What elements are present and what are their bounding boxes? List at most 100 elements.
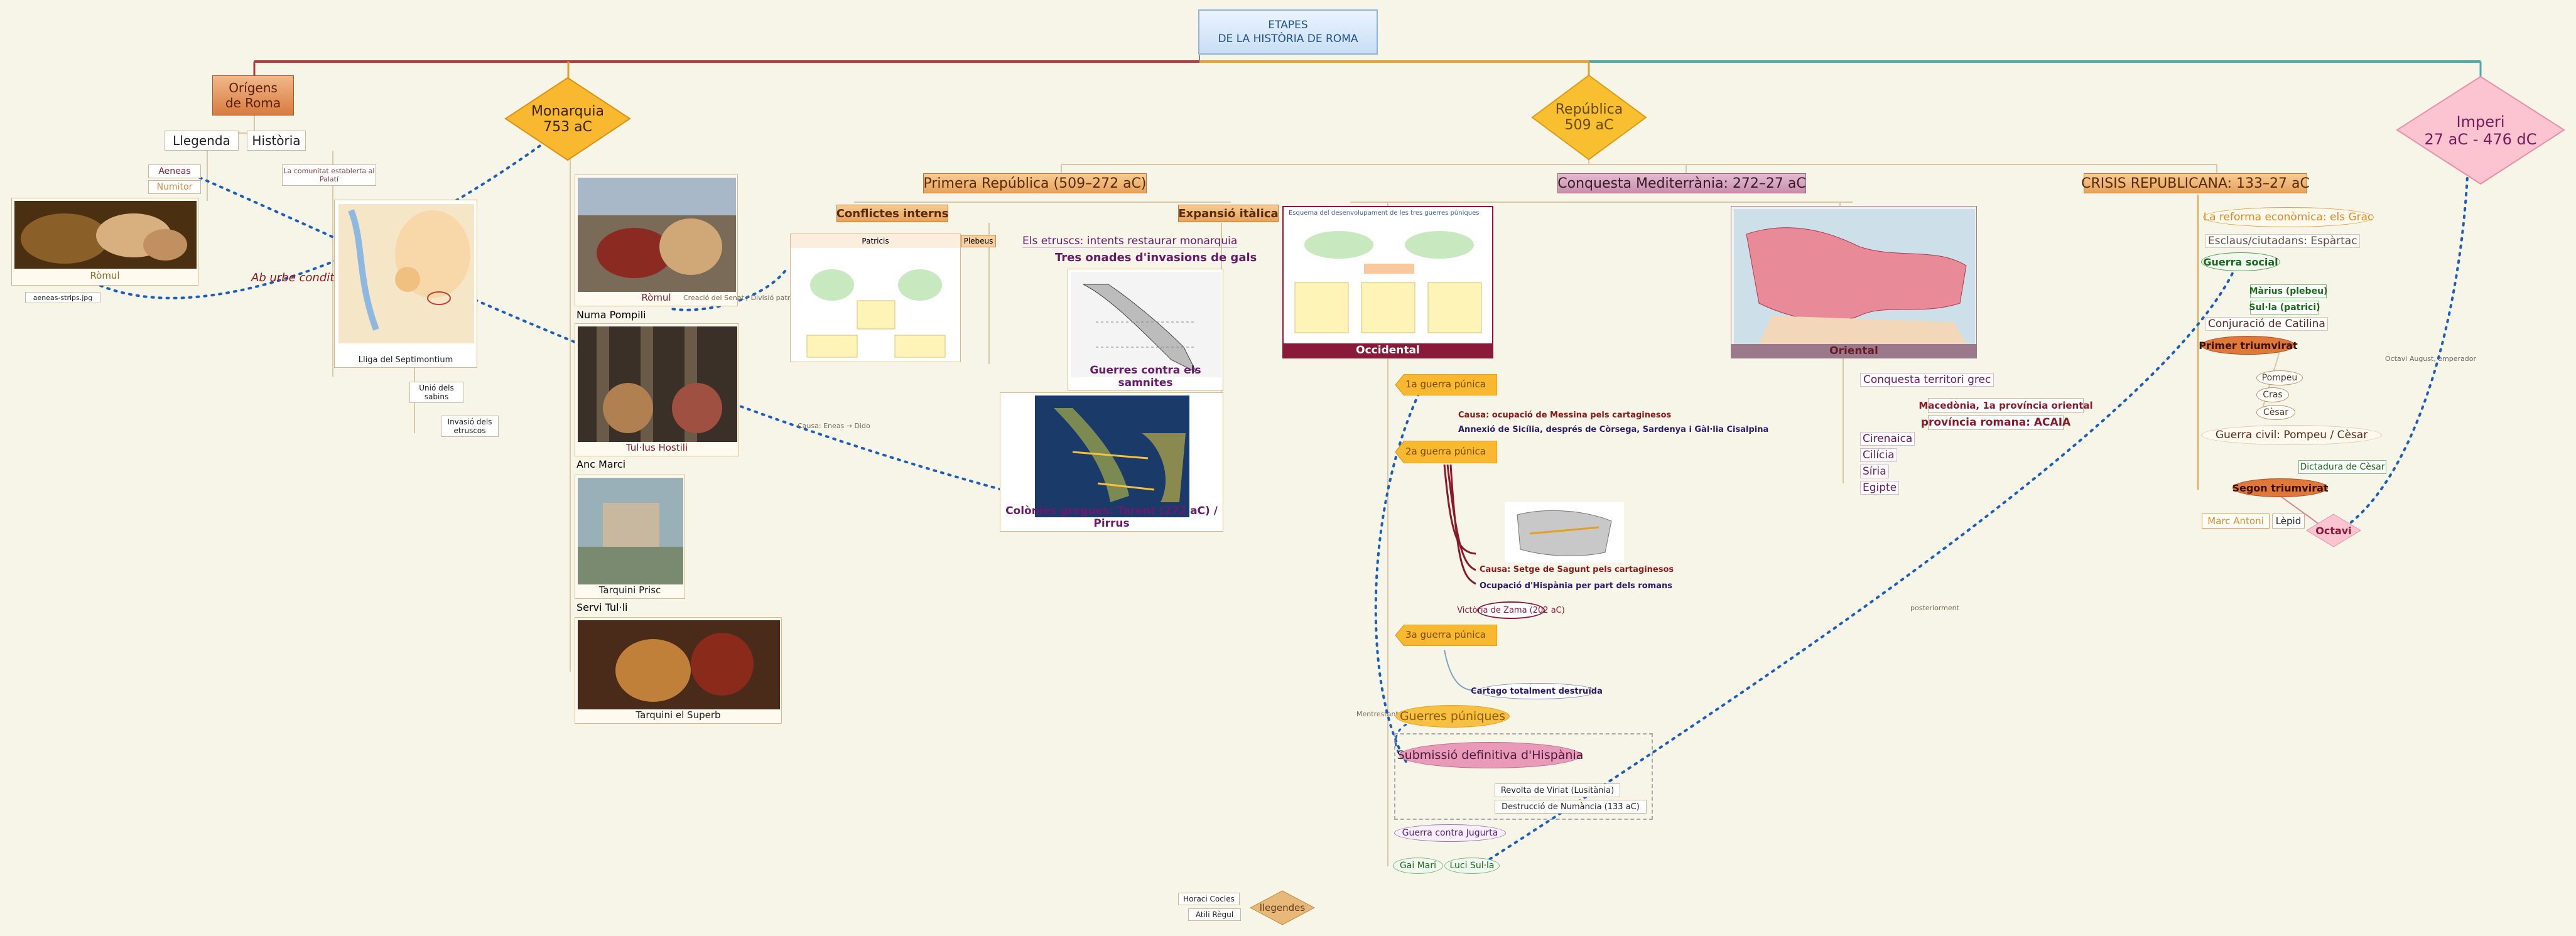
king-anc-label[interactable]: Anc Marci: [576, 458, 626, 470]
guerra2-node[interactable]: 2a guerra púnica: [1395, 441, 1497, 463]
republica-node[interactable]: República 509 aC: [1531, 74, 1647, 161]
king-servi-label[interactable]: Servi Tul·li: [576, 601, 628, 613]
sulla-node[interactable]: Sul·la (patrici): [2249, 301, 2320, 315]
occidental-label: Occidental: [1284, 343, 1492, 357]
luci-sulla-node[interactable]: Luci Sul·la: [1444, 858, 1500, 874]
viriat-node[interactable]: Revolta de Viriat (Lusitània): [1495, 783, 1620, 797]
pompeu-node[interactable]: Pompeu: [2256, 370, 2303, 385]
zama-label: Victòria de Zama (202 aC): [1457, 605, 1565, 615]
colonies-map: [1035, 395, 1189, 517]
guerra2-causa[interactable]: Causa: Setge de Sagunt pels cartaginesos: [1480, 565, 1674, 574]
historia-label: Història: [252, 133, 301, 148]
guerra-civil-node[interactable]: Guerra civil: Pompeu / Cèsar: [2201, 425, 2382, 445]
catilina-node[interactable]: Conjuració de Catilina: [2205, 317, 2328, 331]
guerra1-causa[interactable]: Causa: ocupació de Messina pels cartagin…: [1458, 411, 1672, 420]
monarquia-node[interactable]: Monarquia 753 aC: [504, 77, 631, 161]
primer-triumvirat-label: Primer triumvirat: [2199, 339, 2298, 352]
luci-sulla-label: Luci Sul·la: [1449, 861, 1495, 871]
cesar-node[interactable]: Cèsar: [2256, 405, 2295, 420]
mentrestant-label: Mentrestant: [1356, 710, 1399, 718]
guerra1-node[interactable]: 1a guerra púnica: [1395, 374, 1497, 395]
gai-mari-node[interactable]: Gai Mari: [1393, 858, 1443, 874]
horaci-cocles-node[interactable]: Horaci Cocles: [1178, 893, 1240, 905]
grac-node[interactable]: La reforma econòmica: els Grac: [2203, 207, 2374, 227]
dictadura-node[interactable]: Dictadura de Cèsar: [2298, 460, 2386, 474]
king-numa-label[interactable]: Numa Pompili: [576, 309, 646, 321]
octavi-node[interactable]: Octavi: [2306, 514, 2361, 547]
file-attachment[interactable]: aeneas-strips.jpg: [25, 292, 100, 303]
plebeus-node[interactable]: Plebeus: [961, 235, 996, 247]
oriental-card[interactable]: Oriental: [1731, 206, 1977, 358]
king-superb-card[interactable]: Tarquini el Superb: [575, 617, 782, 724]
guerra2-ocupacio[interactable]: Ocupació d'Hispània per part dels romans: [1480, 581, 1672, 591]
acaia-node[interactable]: província romana: ACAIA: [1921, 415, 2070, 430]
guerra3-shape: [1395, 625, 1497, 646]
samnites-card[interactable]: Guerres contra els samnites: [1068, 269, 1223, 391]
zama-node[interactable]: Victòria de Zama (202 aC): [1457, 601, 1565, 619]
cartago-node[interactable]: Cartago totalment destruïda: [1471, 683, 1603, 699]
guerres-puniques-node[interactable]: Guerres púniques: [1395, 705, 1510, 728]
imperi-node[interactable]: Imperi 27 aC - 476 dC: [2396, 75, 2565, 185]
map-title[interactable]: ETAPES DE LA HISTÒRIA DE ROMA: [1198, 9, 1378, 55]
unio-sabins-node[interactable]: Unió dels sabins: [409, 382, 463, 403]
orient-cilicia[interactable]: Cilícia: [1860, 448, 1897, 462]
numitor-node[interactable]: Numitor: [148, 180, 201, 194]
marius-node[interactable]: Màrius (plebeu): [2249, 284, 2327, 298]
orient-siria[interactable]: Síria: [1860, 465, 1889, 478]
conflictes-label: Conflictes interns: [836, 207, 949, 220]
jugurta-label: Guerra contra Jugurta: [1402, 828, 1498, 838]
atili-regul-node[interactable]: Atili Règul: [1188, 908, 1241, 921]
marc-antoni-node[interactable]: Marc Antoni: [2202, 514, 2270, 529]
numitor-label: Numitor: [156, 182, 193, 192]
orient-egipte[interactable]: Egipte: [1860, 481, 1900, 495]
occidental-card[interactable]: Esquema del desenvolupament de les tres …: [1282, 206, 1493, 358]
segon-triumvirat-node[interactable]: Segon triumvirat: [2232, 478, 2329, 497]
expansio-italica-node[interactable]: Expansió itàlica: [1178, 205, 1279, 222]
origens-node[interactable]: Orígens de Roma: [212, 75, 294, 116]
romul-picture-card[interactable]: Ròmul: [11, 198, 198, 286]
submissio-node[interactable]: Submissió definitiva d'Hispània: [1397, 742, 1583, 768]
imperi-diamond: [2396, 75, 2565, 185]
macedonia-node[interactable]: Macedònia, 1a província oriental: [1918, 398, 2093, 413]
monarquia-diamond: [504, 77, 631, 161]
monarquia-label: Monarquia: [531, 103, 605, 119]
primera-republica-node[interactable]: Primera República (509–272 aC): [923, 173, 1147, 193]
grec-node[interactable]: Conquesta territori grec: [1860, 373, 1994, 387]
lliga-card[interactable]: Lliga del Septimontium: [334, 200, 477, 368]
dictadura-label: Dictadura de Cèsar: [2300, 462, 2385, 472]
llegendes-node[interactable]: llegendes: [1250, 890, 1315, 925]
king-romul-card[interactable]: Ròmul: [575, 175, 738, 306]
numancia-node[interactable]: Destrucció de Numància (133 aC): [1495, 800, 1647, 814]
lepid-node[interactable]: Lèpid: [2272, 514, 2305, 529]
guerra3-node[interactable]: 3a guerra púnica: [1395, 625, 1497, 646]
king-tarquini-prisc-caption: Tarquini Prisc: [598, 584, 661, 596]
hispania-map[interactable]: [1505, 502, 1624, 562]
septimontium-map: [338, 204, 474, 343]
acaia-label: província romana: ACAIA: [1920, 416, 2071, 429]
comunitat-node[interactable]: La comunitat establerta al Palatí: [282, 164, 376, 186]
tarquini-superb-painting: [578, 620, 780, 709]
samnites-map: [1071, 272, 1221, 377]
llegenda-node[interactable]: Llegenda: [165, 131, 239, 151]
king-tarquini-prisc-card[interactable]: Tarquini Prisc: [575, 475, 685, 599]
onades-gals-node[interactable]: Tres onades d'invasions de gals: [1055, 251, 1257, 264]
guerres-puniques-scheme: [1294, 231, 1482, 333]
jugurta-node[interactable]: Guerra contra Jugurta: [1394, 824, 1506, 842]
patricis-plebeus-diagram[interactable]: Patricis: [790, 234, 961, 362]
esclaus-node[interactable]: Esclaus/ciutadans: Espàrtac: [2205, 234, 2360, 248]
primer-triumvirat-node[interactable]: Primer triumvirat: [2199, 336, 2298, 355]
etruscs-node[interactable]: Els etruscs: intents restaurar monarquia: [1022, 235, 1238, 248]
cras-node[interactable]: Cras: [2256, 387, 2289, 402]
crisis-node[interactable]: CRISIS REPUBLICANA: 133–27 aC: [2081, 173, 2310, 193]
historia-node[interactable]: Història: [247, 131, 306, 151]
king-tullus-card[interactable]: Tul·lus Hostili: [575, 323, 739, 456]
colonies-card[interactable]: Colònies gregues: Tarent (272 aC) / Pirr…: [1000, 392, 1223, 532]
conquesta-node[interactable]: Conquesta Mediterrània: 272–27 aC: [1557, 173, 1806, 193]
guerra1-annexio[interactable]: Annexió de Sicília, després de Còrsega, …: [1458, 425, 1769, 434]
monarquia-date: 753 aC: [543, 119, 592, 135]
guerra-social-node[interactable]: Guerra social: [2201, 252, 2280, 271]
conflictes-interns-node[interactable]: Conflictes interns: [836, 205, 948, 222]
orient-cirenaica[interactable]: Cirenaica: [1860, 432, 1915, 446]
aeneas-node[interactable]: Aeneas: [148, 164, 201, 178]
invasio-etruscos-node[interactable]: Invasió dels etruscos: [441, 416, 499, 437]
